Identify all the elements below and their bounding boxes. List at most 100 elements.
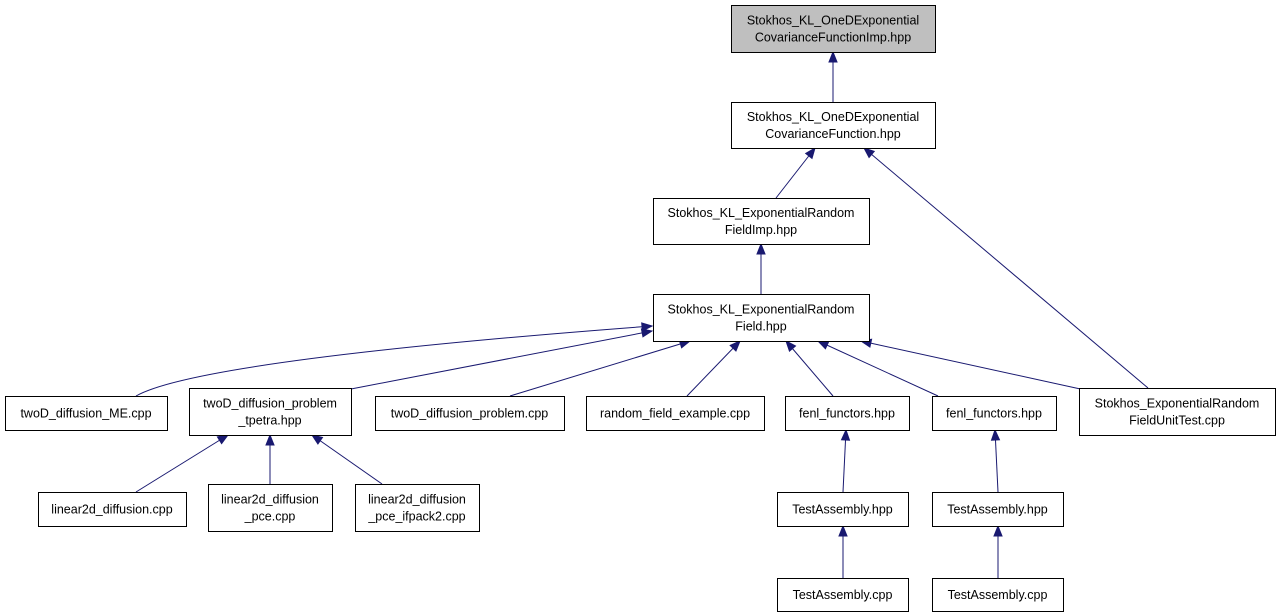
node-label-line: TestAssembly.hpp [947,503,1048,517]
file-node-n5[interactable]: twoD_diffusion_problem _tpetra.hpp [189,388,352,436]
edge-line [817,340,939,397]
node-label-line: fenl_functors.hpp [799,407,895,421]
file-node-n1[interactable]: Stokhos_KL_OneDExponentialCovarianceFunc… [731,102,936,149]
node-label-line: FieldImp.hpp [725,223,797,237]
edge-arrowhead [785,339,797,353]
node-box [731,5,936,53]
file-node-n7[interactable]: random_field_example.cpp [586,396,765,431]
file-node-n12[interactable]: linear2d_diffusion _pce.cpp [208,484,333,532]
node-box [38,492,187,527]
edge-arrowhead [265,433,275,446]
edge-line [863,147,1149,389]
file-node-n0[interactable]: Stokhos_KL_OneDExponentialCovarianceFunc… [731,5,936,53]
node-box [355,484,480,532]
edge-arrowhead [840,428,851,441]
node-box [932,396,1057,431]
node-box [189,388,352,436]
node-label-line: linear2d_diffusion [368,493,466,507]
file-node-n4[interactable]: twoD_diffusion_ME.cpp [5,396,168,431]
node-label-line: Stokhos_KL_OneDExponential [747,110,919,124]
node-label-line: TestAssembly.cpp [948,588,1048,602]
node-label-line: Stokhos_KL_ExponentialRandom [668,206,855,220]
edge-line [135,434,229,493]
edge-n11-to-n5 [135,434,230,493]
edge-arrowhead [216,434,230,445]
edge-line [860,340,1086,391]
node-box [777,492,909,527]
node-label-line: linear2d_diffusion [221,493,319,507]
node-label-line: random_field_example.cpp [600,407,750,421]
edge-arrowhead [640,328,654,338]
edge-arrowhead [990,428,1001,441]
file-node-n14[interactable]: TestAssembly.hpp [777,492,909,527]
edge-n6-to-n3 [509,339,692,397]
file-node-n8[interactable]: fenl_functors.hpp [785,396,910,431]
node-box [653,294,870,342]
edge-line [311,434,383,485]
edge-line [509,340,691,397]
edge-n14-to-n8 [840,428,851,493]
file-node-n10[interactable]: Stokhos_ExponentialRandomFieldUnitTest.c… [1079,388,1276,436]
file-node-n16[interactable]: TestAssembly.cpp [777,578,909,612]
node-label-line: Field.hpp [735,320,786,334]
edge-arrowhead [641,322,654,332]
edge-arrowhead [838,524,848,537]
file-node-n9[interactable]: fenl_functors.hpp [932,396,1057,431]
edge-curve [135,325,653,397]
edge-n8-to-n3 [785,339,834,397]
file-node-n6[interactable]: twoD_diffusion_problem.cpp [375,396,565,431]
node-box [5,396,168,431]
node-label-line: Stokhos_KL_OneDExponential [747,14,919,28]
edge-n2-to-n1 [775,146,816,199]
node-label-line: TestAssembly.cpp [793,588,893,602]
node-label-line: twoD_diffusion_problem.cpp [391,407,549,421]
edge-arrowhead [816,340,830,350]
edge-n9-to-n3 [816,340,939,397]
node-box [932,578,1064,612]
node-label-line: TestAssembly.hpp [792,503,893,517]
node-box [586,396,765,431]
node-label-line: _pce.cpp [244,510,296,524]
edge-arrowhead [729,340,741,352]
node-label-line: _pce_ifpack2.cpp [367,510,465,524]
edge-line [350,330,653,390]
node-label-line: CovarianceFunction.hpp [765,127,901,141]
node-box [375,396,565,431]
node-label-line: FieldUnitTest.cpp [1129,414,1225,428]
edge-n13-to-n5 [310,434,383,485]
file-node-n17[interactable]: TestAssembly.cpp [932,578,1064,612]
edge-n10-to-n1 [862,147,1149,389]
file-node-n15[interactable]: TestAssembly.hpp [932,492,1064,527]
edge-arrowhead [993,524,1003,537]
edge-arrowhead [310,434,324,445]
file-node-n13[interactable]: linear2d_diffusion _pce_ifpack2.cpp [355,484,480,532]
node-label-line: twoD_diffusion_problem [203,397,337,411]
edge-n10-to-n3 [859,338,1086,391]
edge-arrowhead [804,146,816,160]
file-node-n11[interactable]: linear2d_diffusion.cpp [38,492,187,527]
node-box [777,578,909,612]
node-layer: Stokhos_KL_OneDExponentialCovarianceFunc… [5,5,1276,612]
node-label-line: linear2d_diffusion.cpp [51,503,172,517]
node-box [932,492,1064,527]
node-label-line: Stokhos_ExponentialRandom [1095,397,1260,411]
node-box [208,484,333,532]
edge-line [785,340,834,397]
edge-layer [135,50,1149,578]
node-label-line: fenl_functors.hpp [946,407,1042,421]
edge-n4-to-n3 [135,322,654,397]
node-box [1079,388,1276,436]
edge-n3-to-n2 [756,242,766,294]
edge-n15-to-n9 [990,428,1001,493]
node-label-line: Stokhos_KL_ExponentialRandom [668,303,855,317]
edge-n7-to-n3 [686,340,741,397]
edge-line [775,147,816,199]
node-label-line: _tpetra.hpp [237,414,301,428]
node-box [653,198,870,245]
node-box [731,102,936,149]
edge-n12-to-n5 [265,433,275,484]
edge-n5-to-n3 [350,328,654,390]
